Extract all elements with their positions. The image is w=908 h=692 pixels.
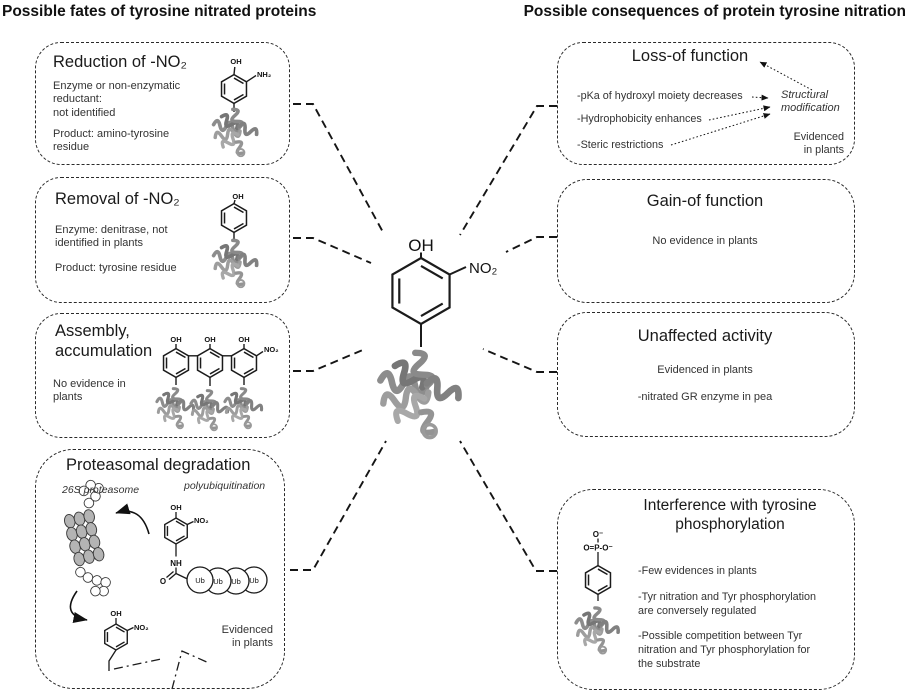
box-removal-title: Removal of -NO₂ [55, 190, 180, 208]
box-interference [557, 489, 855, 690]
box-reduction [35, 42, 290, 165]
reduction-para2: Product: amino-tyrosine residue [53, 128, 170, 154]
unaffected-line1: Evidenced in plants [657, 364, 753, 376]
box-assembly-title: Assembly, accumulation [55, 322, 153, 360]
ub-label-1: Ub [195, 576, 205, 585]
assembly-oh1-label: OH [170, 335, 181, 344]
molecule-phosphotyrosine: O⁻ O=P-O⁻ [573, 530, 622, 656]
box-loss-title: Loss-of function [631, 47, 749, 65]
degraded-oh-label: OH [110, 609, 121, 618]
loss-evidence: Evidenced in plants [793, 131, 844, 157]
molecules-assembly: OH OH OH NO₂ [154, 335, 279, 432]
interference-item3: -Possible competition between Tyr nitrat… [638, 630, 811, 671]
loss-item-pka: -pKa of hydroxyl moiety decreases [577, 90, 743, 102]
label-26s-proteasome: 26S proteasome [62, 484, 140, 496]
assembly-oh2-label: OH [204, 335, 215, 344]
ub-label-3: Ub [231, 577, 241, 586]
unaffected-line2: -nitrated GR enzyme in pea [637, 391, 773, 403]
phosphate-mid-label: O=P-O⁻ [583, 544, 612, 553]
arrow-pka [751, 94, 769, 101]
box-unaffected-activity [557, 312, 855, 437]
proteasome-barrel [64, 479, 111, 597]
phosphate-top-label: O⁻ [593, 530, 603, 539]
reduction-oh-label: OH [230, 57, 241, 66]
loss-structural-modification: Structural modification [781, 89, 840, 115]
box-gain-of-function [557, 179, 855, 303]
reduction-nh2-label: NH₂ [257, 70, 271, 79]
loss-item-hydrophobicity: -Hydrophobicity enhances [577, 113, 702, 125]
molecule-degraded: OH NO₂ [104, 609, 210, 690]
header-left: Possible fates of tyrosine nitrated prot… [2, 3, 317, 20]
connectors [290, 103, 557, 572]
box-reduction-title: Reduction of -NO₂ [53, 53, 187, 71]
degraded-peptide-dashdot-2 [171, 650, 210, 690]
poly-oh-label: OH [170, 503, 181, 512]
interference-item2: -Tyr nitration and Tyr phosphorylation a… [638, 591, 817, 618]
box-proteasomal [35, 449, 285, 689]
central-protein-ribbon [379, 350, 461, 438]
removal-para1: Enzyme: denitrase, not identified in pla… [55, 224, 168, 250]
header-right: Possible consequences of protein tyrosin… [523, 3, 906, 20]
label-polyubiquitination: polyubiquitination [184, 480, 266, 492]
connector-assembly [293, 348, 366, 372]
arrow-to-proteasome [115, 503, 150, 535]
box-loss-of-function [557, 42, 855, 165]
molecule-central: OH NO₂ [379, 236, 498, 438]
ub-label-2: Ub [213, 577, 223, 586]
removal-para2: Product: tyrosine residue [55, 262, 177, 274]
degraded-no2-label: NO₂ [134, 623, 149, 632]
assembly-para1: No evidence in plants [53, 378, 126, 404]
box-assembly [35, 313, 290, 438]
proteasomal-evidence: Evidenced in plants [221, 624, 273, 650]
box-proteasomal-title: Proteasomal degradation [66, 456, 251, 474]
loss-item-steric: -Steric restrictions [577, 139, 664, 151]
connector-gain [505, 236, 557, 253]
gain-body: No evidence in plants [652, 235, 758, 247]
connector-reduction [293, 103, 385, 235]
box-unaffected-title: Unaffected activity [637, 327, 773, 345]
interference-item1: -Few evidences in plants [638, 565, 757, 577]
arrow-to-degraded [69, 590, 88, 624]
degraded-peptide-dashdot-1 [113, 658, 162, 670]
reduction-para1: Enzyme or non-enzymatic reductant: not i… [53, 80, 181, 119]
arrow-hydrophobicity [708, 105, 771, 121]
molecule-removal: OH [211, 192, 261, 290]
assembly-no2-label: NO₂ [264, 345, 279, 354]
proteasomal-arrows [69, 503, 150, 624]
connector-loss [459, 105, 557, 236]
box-gain-title: Gain-of function [646, 192, 764, 210]
molecule-polyubiquitinated: OH NO₂ NH O Ub Ub Ub Ub [160, 503, 268, 595]
box-interference-title: Interference with tyrosine phosphorylati… [643, 497, 817, 533]
loss-dotted-arrows [670, 61, 813, 146]
removal-oh-label: OH [232, 192, 243, 201]
central-no2-label: NO₂ [469, 260, 498, 277]
connector-proteasomal [290, 440, 387, 571]
assembly-oh3-label: OH [238, 335, 249, 344]
box-removal [35, 177, 290, 303]
connector-unaffected [482, 348, 557, 373]
molecule-reduction: OH NH₂ [211, 57, 271, 159]
poly-no2-label: NO₂ [194, 516, 209, 525]
central-oh-label: OH [408, 236, 434, 255]
poly-nh-label: NH [170, 559, 182, 568]
connector-interference [459, 440, 557, 572]
ub-label-4: Ub [249, 576, 259, 585]
poly-o-label: O [160, 577, 166, 586]
connector-removal [293, 237, 372, 264]
